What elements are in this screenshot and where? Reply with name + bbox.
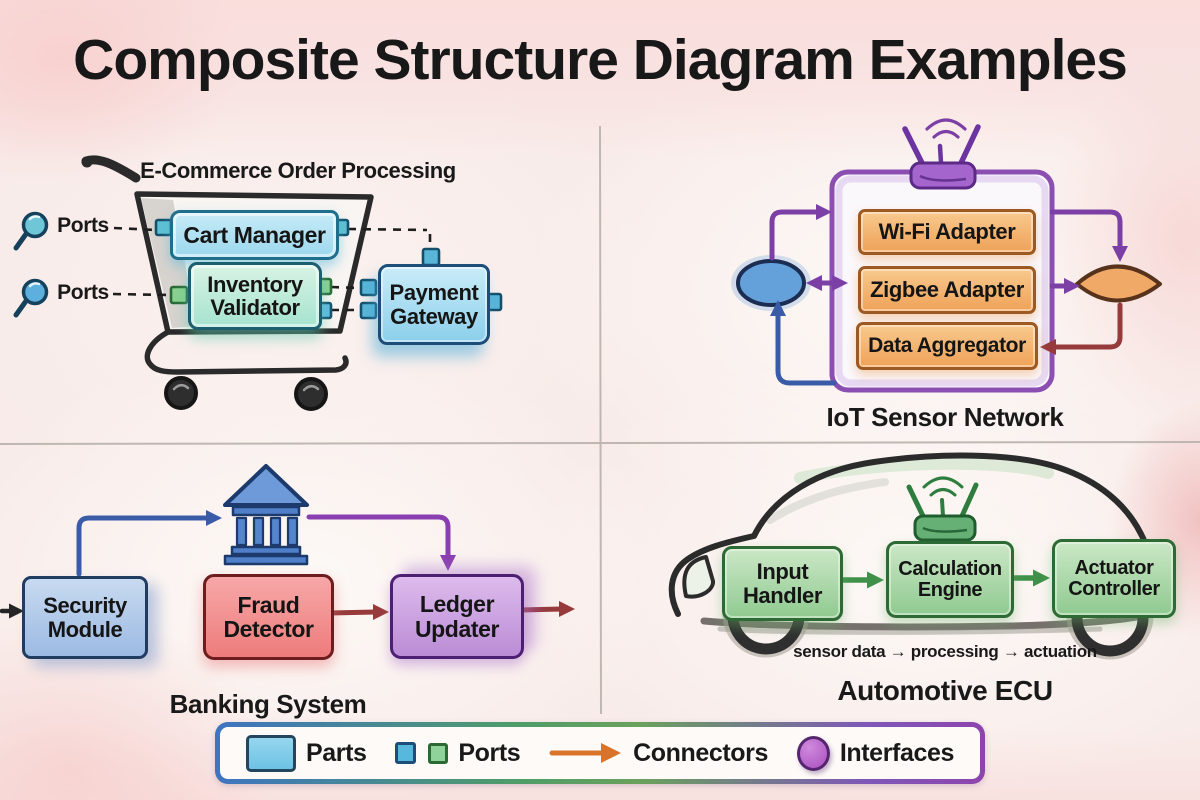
legend-label-connectors: Connectors: [633, 738, 769, 767]
legend-item-interfaces: Interfaces: [796, 735, 955, 771]
banking-connectors: [0, 510, 575, 620]
legend-label-parts: Parts: [306, 738, 367, 767]
part-inventory-validator: Inventory Validator: [188, 262, 322, 330]
quadrant-dividers: [0, 125, 1200, 715]
part-swatch: [246, 734, 296, 772]
ecommerce-title: E-Commerce Order Processing: [140, 157, 456, 183]
magnifier-icon-top: [13, 211, 49, 251]
legend: Parts Ports Connectors Interfaces: [215, 722, 985, 784]
part-zigbee-adapter: Zigbee Adapter: [858, 266, 1036, 314]
part-input-handler: Input Handler: [722, 546, 843, 621]
iot-interface-lens: [1075, 264, 1162, 303]
part-cart-manager: Cart Manager: [170, 210, 339, 260]
ports-label-bottom: Ports: [57, 281, 109, 305]
connector-arrow-icon: [549, 743, 622, 763]
magnifier-icon-bottom: [13, 278, 49, 318]
part-fraud-detector: Fraud Detector: [203, 574, 334, 660]
banking-caption: Banking System: [169, 689, 367, 720]
interface-swatch: [796, 735, 830, 771]
legend-item-connectors: Connectors: [549, 739, 768, 768]
port-swatch-green: [428, 742, 449, 764]
part-calculation-engine: Calculation Engine: [886, 541, 1014, 618]
legend-item-parts: Parts: [246, 734, 367, 772]
automotive-connectors: [839, 569, 1050, 589]
router-icon-green: [906, 476, 979, 542]
ecommerce-ports: [154, 218, 503, 320]
ecommerce-dashed-connectors: [112, 226, 432, 312]
part-payment-gateway: Payment Gateway: [378, 264, 490, 345]
iot-caption: IoT Sensor Network: [826, 402, 1064, 433]
bank-icon: [223, 464, 309, 566]
automotive-flow-note: sensor data → processing → actuation: [793, 642, 1097, 662]
legend-label-interfaces: Interfaces: [839, 738, 955, 767]
ports-label-top: Ports: [57, 214, 109, 238]
car-icon: [668, 452, 1154, 660]
part-wifi-adapter: Wi-Fi Adapter: [858, 209, 1036, 255]
page-title: Composite Structure Diagram Examples: [73, 28, 1128, 93]
iot-connectors: [769, 204, 1128, 386]
part-ledger-updater: Ledger Updater: [390, 574, 524, 659]
port-swatch-blue: [395, 742, 417, 764]
iot-interface-ellipse: [731, 255, 811, 311]
automotive-caption: Automotive ECU: [837, 675, 1053, 707]
legend-item-ports: Ports: [395, 738, 521, 768]
part-actuator-controller: Actuator Controller: [1052, 539, 1176, 618]
legend-label-ports: Ports: [458, 738, 521, 767]
part-data-aggregator: Data Aggregator: [856, 322, 1038, 370]
part-security-module: Security Module: [22, 576, 148, 659]
router-icon-purple: [902, 118, 981, 190]
legend-inner: Parts Ports Connectors Interfaces: [220, 727, 980, 779]
